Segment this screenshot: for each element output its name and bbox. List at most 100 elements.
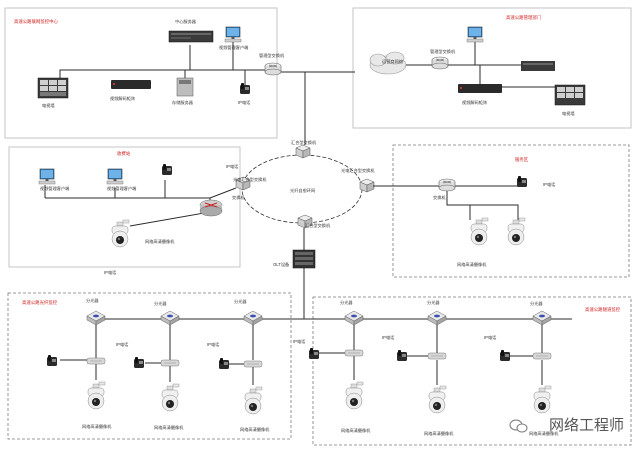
server2: [521, 61, 555, 71]
ip-phone-center-label: IP电话: [238, 99, 250, 106]
toll-router: [199, 199, 223, 217]
wechat-icon: [509, 419, 528, 433]
small-switch-r3: [532, 352, 552, 360]
splitter-l2: [160, 310, 180, 326]
decoder2-label: 视频解码矩阵: [462, 99, 488, 106]
phone-r3: [500, 350, 510, 361]
phone-l2: [134, 357, 144, 368]
ring-switch-left-label: 光电汇合型交换机: [233, 176, 267, 183]
decoder-device: [111, 80, 151, 89]
service-switch-label: 交换机: [433, 194, 446, 201]
olt-device: [292, 249, 316, 269]
splitter-r1: [344, 310, 364, 326]
small-switch-r2: [427, 352, 447, 360]
phone-r2: [397, 350, 407, 361]
management-dept-title: 高速公路管理部门: [506, 14, 541, 21]
splitter-r3: [532, 310, 552, 326]
toll-pc-1-label: 视频管理客户端: [40, 185, 69, 192]
camera-l1-label: 网络高清摄像机: [82, 423, 112, 430]
phone-l3: [219, 358, 229, 369]
phone-r1-label: IP电话: [293, 338, 305, 345]
center-server-label: 中心服务器: [175, 18, 197, 25]
mgmt-client2-pc: [466, 26, 484, 43]
splitter-r3-label: 分光器: [530, 300, 543, 307]
splitter-l3: [243, 310, 263, 326]
splitter-r1-label: 分光器: [340, 299, 353, 306]
mgmt-client-label: 视频管理客户端: [219, 44, 248, 51]
fiber-left-title: 高速公路光纤监控: [22, 299, 58, 306]
mgmt-switch2-label: 管理型交换机: [430, 48, 456, 55]
service-area-title: 服务区: [515, 156, 529, 163]
splitter-r2: [427, 310, 447, 326]
camera-r1-label: 网络高清摄像机: [341, 427, 371, 434]
service-camera-2: [507, 217, 526, 246]
tv-wall2-label: 电视墙: [562, 110, 575, 117]
service-area-box: [392, 144, 630, 278]
tv-wall2: [554, 84, 586, 106]
small-switch-l2: [160, 359, 180, 367]
cloud-label: 运营商网络: [382, 58, 404, 65]
camera-r3: [533, 385, 552, 414]
small-switch-r1: [344, 349, 364, 357]
ring-switch-bottom-label: 汇合型交换机: [305, 222, 331, 229]
ring-switch-top-label: 汇合型交换机: [291, 139, 317, 146]
decoder2-device: [458, 84, 502, 93]
olt-label: OLT设备: [273, 261, 290, 268]
phone-r2-label: IP电话: [382, 334, 394, 341]
ring-switch-right-label: 光电汇合型交换机: [341, 167, 375, 174]
mgmt-switch-label: 管理型交换机: [259, 52, 285, 59]
splitter-l2-label: 分光器: [154, 300, 167, 307]
storage-server: [176, 77, 194, 97]
toll-camera: [111, 219, 130, 248]
service-ipphone-label: IP电话: [543, 181, 555, 188]
center-server: [168, 30, 214, 43]
ring-switch-top: [295, 144, 311, 159]
splitter-r2-label: 分光器: [427, 299, 440, 306]
toll-station-box: [8, 146, 241, 268]
toll-pc-1: [38, 168, 56, 185]
storage-label: 存储服务器: [172, 99, 194, 106]
management-dept-box: [352, 7, 632, 129]
camera-l1: [87, 381, 106, 410]
splitter-l1-label: 分光器: [86, 297, 99, 304]
splitter-l1: [86, 310, 106, 326]
toll-phone: [162, 164, 172, 175]
tv-wall: [37, 77, 69, 99]
service-camera-label: 网络高清摄像机: [457, 261, 487, 268]
toll-station-title: 收费站: [117, 150, 131, 157]
toll-pc-2: [106, 168, 124, 185]
camera-l2: [161, 383, 180, 412]
small-switch-l3: [243, 360, 263, 368]
camera-l2-label: 网络高清摄像机: [154, 424, 184, 431]
tv-wall-label: 电视墙: [42, 102, 55, 109]
phone-r3-label: IP电话: [484, 334, 496, 341]
ring-center-label: 光纤自愈环网: [290, 187, 315, 194]
ring-switch-right: [359, 178, 375, 193]
fiber-left-box: [7, 292, 292, 440]
camera-r3-label: 网络高清摄像机: [529, 430, 559, 437]
toll-pc-2-label: 视频管理客户端: [107, 185, 136, 192]
toll-ipphone2-label: IP电话: [104, 269, 116, 276]
phone-r1: [309, 348, 319, 359]
fiber-right-title: 高速公路隧道监控: [585, 306, 621, 313]
service-switch-icon: [438, 178, 456, 192]
toll-switch-label: 交换机: [232, 194, 245, 201]
toll-camera-label: 网络高清摄像机: [145, 238, 175, 245]
service-phone: [517, 176, 527, 187]
camera-l3-label: 网络高清摄像机: [240, 426, 270, 433]
camera-r2-label: 网络高清摄像机: [424, 430, 454, 437]
phone-l1: [47, 355, 57, 366]
service-camera-1: [470, 217, 489, 246]
splitter-l3-label: 分光器: [234, 298, 247, 305]
camera-r1: [345, 381, 364, 410]
monitor-center-title: 高速公路联网监控中心: [14, 18, 59, 25]
small-switch-l1: [86, 357, 106, 365]
mgmt-switch2-icon: [431, 56, 449, 70]
camera-r2: [428, 385, 447, 414]
toll-ipphone-label: IP电话: [226, 163, 238, 170]
fiber-right-box: [312, 296, 632, 446]
mgmt-client-pc: [224, 26, 242, 43]
camera-l3: [244, 386, 263, 415]
